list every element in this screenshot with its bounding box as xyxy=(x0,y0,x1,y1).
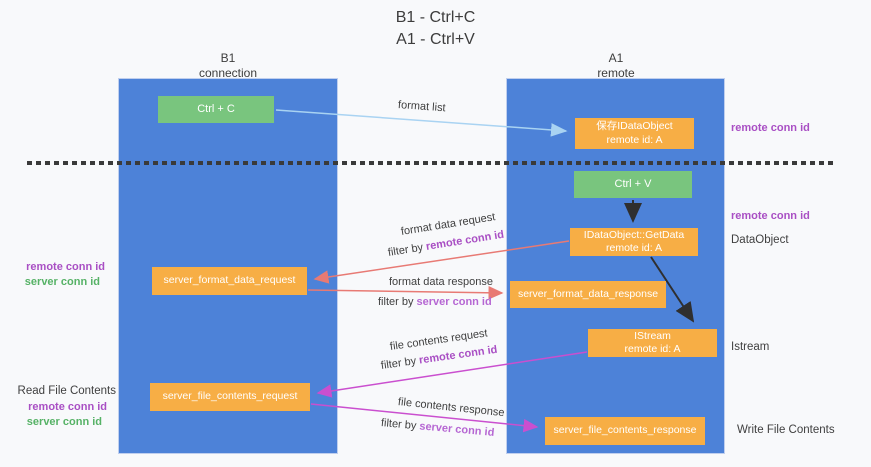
lane-header-b1-name: B1 xyxy=(220,51,236,65)
box-idataobject-getdata-line2: remote id: A xyxy=(605,242,663,254)
label-remote-conn-id-left-bottom: remote conn id xyxy=(28,401,107,413)
box-server-file-contents-request-label: server_file_contents_request xyxy=(162,390,298,403)
label-format-list: format list xyxy=(397,99,446,115)
box-server-file-contents-response-label: server_file_contents_response xyxy=(553,424,697,437)
title-line-2: A1 - Ctrl+V xyxy=(396,30,475,48)
label-write-file-contents: Write File Contents xyxy=(737,424,835,436)
box-server-format-data-response-label: server_format_data_response xyxy=(517,287,659,300)
label-server-conn-id-left-bottom: server conn id xyxy=(26,416,102,428)
label-filter-by-server-4-prefix: filter by xyxy=(380,417,420,433)
title-line-1: B1 - Ctrl+C xyxy=(395,9,476,26)
box-ctrl-v: Ctrl + V xyxy=(574,171,692,198)
label-remote-conn-id-right-mid: remote conn id xyxy=(731,210,810,222)
dashed-separator-line xyxy=(27,161,833,165)
box-save-idataobject-line1: 保存IDataObject xyxy=(596,120,673,133)
label-filter-by-remote-1-prefix: filter by xyxy=(387,241,427,259)
lane-header-a1-name: A1 xyxy=(608,51,624,65)
label-istream: Istream xyxy=(731,341,770,353)
box-istream-line1: IStream xyxy=(634,329,671,342)
box-ctrl-c-label: Ctrl + C xyxy=(197,102,235,115)
box-save-idataobject-line2: remote id: A xyxy=(606,133,663,146)
label-filter-by-server-2-key: server conn id xyxy=(416,296,492,308)
arrow-format-data-response xyxy=(307,286,504,300)
box-server-file-contents-request: server_file_contents_request xyxy=(150,383,310,411)
label-filter-by-server-4: filter by server conn id xyxy=(380,417,494,439)
label-file-contents-response: file contents response xyxy=(397,396,506,420)
lane-header-a1-role: remote xyxy=(597,66,635,80)
label-remote-conn-id-left-top: remote conn id xyxy=(26,261,105,273)
box-server-file-contents-response: server_file_contents_response xyxy=(545,417,705,445)
lane-header-a1: A1 remote xyxy=(516,51,716,81)
label-filter-by-remote-3-prefix: filter by xyxy=(380,354,420,372)
box-ctrl-v-label: Ctrl + V xyxy=(614,177,652,190)
box-server-format-data-request-label: server_format_data_request xyxy=(163,274,296,287)
diagram-title: B1 - Ctrl+C A1 - Ctrl+V xyxy=(0,7,871,50)
box-istream-line2: remote id: A xyxy=(624,343,681,355)
label-server-conn-id-left-top: server conn id xyxy=(24,276,100,288)
box-idataobject-getdata-line1: IDataObject::GetData xyxy=(583,228,685,241)
label-read-file-contents: Read File Contents xyxy=(17,385,116,397)
label-remote-conn-id-right-top: remote conn id xyxy=(731,122,810,134)
box-idataobject-getdata: IDataObject::GetData remote id: A xyxy=(570,228,698,256)
box-ctrl-c: Ctrl + C xyxy=(158,96,274,123)
label-filter-by-server-4-key: server conn id xyxy=(418,420,495,439)
label-filter-by-server-2-prefix: filter by xyxy=(378,296,417,308)
box-server-format-data-request: server_format_data_request xyxy=(152,267,307,295)
box-save-idataobject: 保存IDataObject remote id: A xyxy=(575,118,694,149)
lane-header-b1-role: connection xyxy=(198,66,258,80)
box-server-format-data-response: server_format_data_response xyxy=(510,281,666,308)
label-filter-by-server-2: filter by server conn id xyxy=(378,296,492,308)
label-dataobject: DataObject xyxy=(731,234,789,246)
box-istream: IStream remote id: A xyxy=(588,329,717,357)
label-format-data-response: format data response xyxy=(389,276,493,288)
lane-header-b1: B1 connection xyxy=(128,51,328,81)
